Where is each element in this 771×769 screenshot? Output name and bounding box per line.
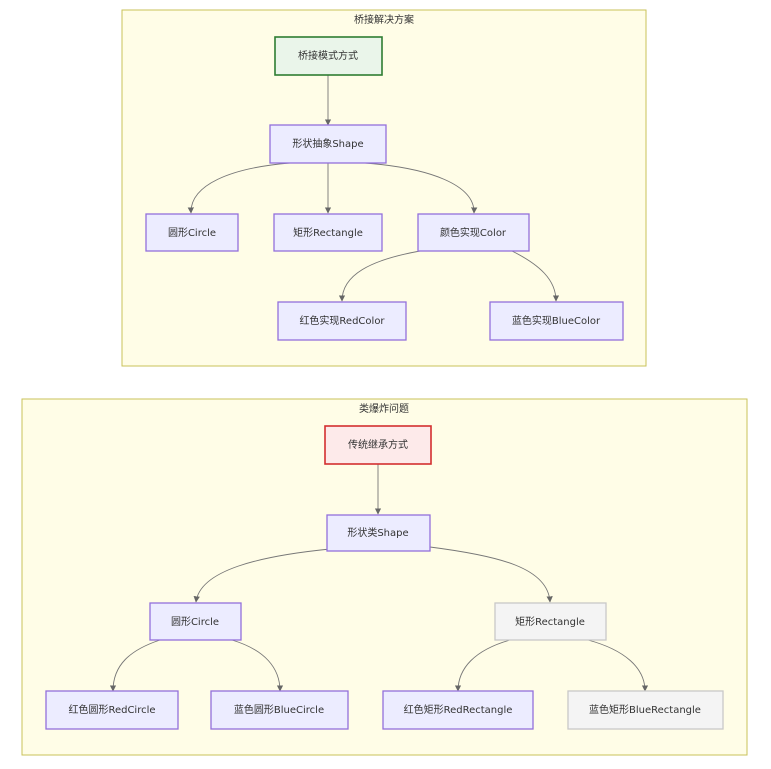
node-rectangle-b: 矩形Rectangle [494, 602, 607, 641]
node-red-color-label: 红色实现RedColor [299, 314, 385, 327]
node-red-circle: 红色圆形RedCircle [45, 690, 179, 730]
edge-shape-to-circle [187, 162, 291, 214]
edge-shape-to-color [364, 162, 478, 214]
edge-rectangle-to-blue-rect [587, 639, 649, 692]
node-shape-abstract: 形状抽象Shape [269, 124, 387, 164]
node-blue-color-label: 蓝色实现BlueColor [512, 314, 601, 327]
edge-circle-to-blue-circle [231, 639, 284, 692]
node-blue-circle: 蓝色圆形BlueCircle [210, 690, 349, 730]
node-blue-color: 蓝色实现BlueColor [489, 301, 624, 341]
node-circle-a-label: 圆形Circle [168, 227, 216, 239]
node-circle-b: 圆形Circle [149, 602, 242, 641]
edges-bridge [187, 75, 560, 302]
node-red-color: 红色实现RedColor [277, 301, 407, 341]
node-blue-rectangle: 蓝色矩形BlueRectangle [567, 690, 724, 730]
node-rectangle-b-label: 矩形Rectangle [515, 615, 585, 628]
cluster-explosion-title: 类爆炸问题 [359, 402, 409, 415]
node-shape-abstract-label: 形状抽象Shape [292, 137, 363, 150]
node-shape-class-label: 形状类Shape [347, 526, 408, 539]
node-blue-circle-label: 蓝色圆形BlueCircle [234, 703, 324, 716]
node-color-impl: 颜色实现Color [417, 213, 530, 252]
node-traditional: 传统继承方式 [324, 425, 432, 465]
node-red-circle-label: 红色圆形RedCircle [68, 703, 155, 716]
node-shape-class: 形状类Shape [326, 514, 431, 552]
edge-color-to-red [338, 250, 421, 302]
node-circle-a: 圆形Circle [145, 213, 239, 252]
edge-color-to-blue [511, 250, 560, 302]
edge-shape-to-rectangle-b [429, 546, 553, 603]
node-circle-b-label: 圆形Circle [171, 616, 219, 628]
node-rectangle-a: 矩形Rectangle [273, 213, 383, 252]
node-red-rectangle-label: 红色矩形RedRectangle [404, 703, 513, 716]
cluster-bridge-title: 桥接解决方案 [354, 13, 414, 26]
node-traditional-label: 传统继承方式 [348, 438, 408, 451]
edge-rectangle-to-red-rect [454, 639, 511, 692]
node-bridge-mode: 桥接模式方式 [274, 36, 383, 76]
edges-explosion [109, 464, 649, 692]
node-rectangle-a-label: 矩形Rectangle [293, 226, 363, 239]
node-red-rectangle: 红色矩形RedRectangle [382, 690, 534, 730]
node-bridge-mode-label: 桥接模式方式 [298, 49, 358, 62]
edge-circle-to-red-circle [109, 639, 161, 692]
node-color-impl-label: 颜色实现Color [440, 226, 507, 239]
node-blue-rectangle-label: 蓝色矩形BlueRectangle [589, 703, 701, 716]
edge-shape-to-circle-b [193, 548, 331, 603]
